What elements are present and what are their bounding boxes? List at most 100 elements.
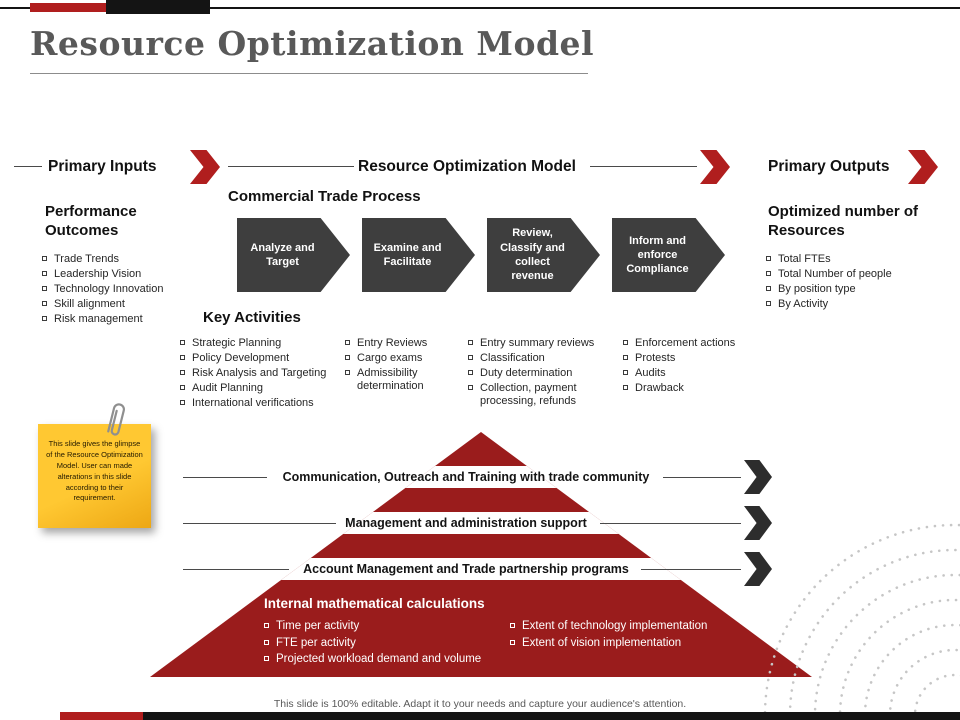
list-item: Protests (623, 352, 758, 365)
sticky-note: This slide gives the glimpse of the Reso… (38, 424, 151, 528)
flow-left-edge-line (14, 166, 42, 167)
list-item: Entry Reviews (345, 337, 463, 350)
list-item: Entry summary reviews (468, 337, 618, 350)
list-item-label: Risk Analysis and Targeting (192, 367, 327, 379)
list-item-label: Protests (635, 352, 676, 364)
square-bullet-icon (468, 355, 473, 360)
key-activities-heading: Key Activities (203, 309, 301, 326)
square-bullet-icon (468, 370, 473, 375)
square-bullet-icon (180, 370, 185, 375)
list-item: Total Number of people (766, 268, 941, 281)
band-line-left (183, 477, 267, 478)
flow-label-primary-outputs: Primary Outputs (768, 158, 890, 175)
list-item-label: Classification (480, 352, 545, 364)
pyramid-band-label: Account Management and Trade partnership… (303, 562, 629, 576)
list-item: FTE per activity (264, 637, 504, 651)
key-activities-col-1: Strategic Planning Policy Development Ri… (180, 337, 350, 412)
process-step-arrow: Inform and enforce Compliance (612, 218, 725, 292)
list-item-label: Collection, payment processing, refunds (480, 382, 577, 407)
list-item-label: Duty determination (480, 367, 573, 379)
bottom-black-bar (143, 712, 960, 720)
footer-note: This slide is 100% editable. Adapt it to… (273, 698, 687, 710)
list-item: Extent of vision implementation (510, 637, 750, 651)
list-item-label: Cargo exams (357, 352, 423, 364)
square-bullet-icon (766, 256, 771, 261)
list-item-label: By Activity (778, 298, 829, 310)
list-item: Collection, payment processing, refunds (468, 382, 618, 408)
list-item-label: Technology Innovation (54, 283, 164, 295)
list-item-label: Audits (635, 367, 666, 379)
key-activities-col-2: Entry Reviews Cargo exams Admissibility … (345, 337, 463, 395)
list-item: Policy Development (180, 352, 350, 365)
square-bullet-icon (264, 623, 269, 628)
square-bullet-icon (180, 400, 185, 405)
square-bullet-icon (42, 316, 47, 321)
process-heading: Commercial Trade Process (228, 188, 421, 205)
title-underline (30, 73, 588, 74)
list-item-label: Total FTEs (778, 253, 831, 265)
list-item: Audits (623, 367, 758, 380)
bottom-red-bar (60, 712, 143, 720)
paperclip-icon (107, 403, 125, 436)
pyramid-band-label: Communication, Outreach and Training wit… (282, 470, 650, 484)
list-item: Extent of technology implementation (510, 620, 750, 634)
list-item-label: Policy Development (192, 352, 290, 364)
square-bullet-icon (623, 370, 628, 375)
square-bullet-icon (623, 385, 628, 390)
square-bullet-icon (345, 370, 350, 375)
list-item: Classification (468, 352, 618, 365)
square-bullet-icon (766, 271, 771, 276)
flow-label-primary-inputs: Primary Inputs (48, 158, 157, 175)
sticky-note-text: This slide gives the glimpse of the Reso… (46, 439, 143, 503)
key-activities-col-4: Enforcement actions Protests Audits Draw… (623, 337, 758, 397)
flow-connector-line (228, 166, 354, 167)
square-bullet-icon (468, 385, 473, 390)
band-line-left (183, 523, 336, 524)
list-item: Drawback (623, 382, 758, 395)
list-item: International verifications (180, 397, 350, 410)
list-item: Admissibility determination (345, 367, 463, 393)
list-item-label: By position type (778, 283, 856, 295)
page-title: Resource Optimization Model (30, 24, 595, 63)
band-line-right (663, 477, 741, 478)
process-step-arrow: Analyze and Target (237, 218, 350, 292)
list-item: Total FTEs (766, 253, 941, 266)
process-step-arrow: Review, Classify and collect revenue (487, 218, 600, 292)
list-item-label: International verifications (192, 397, 314, 409)
square-bullet-icon (345, 355, 350, 360)
top-black-bar (106, 0, 210, 14)
square-bullet-icon (623, 355, 628, 360)
square-bullet-icon (42, 286, 47, 291)
list-item-label: Total Number of people (778, 268, 892, 280)
list-item: Strategic Planning (180, 337, 350, 350)
chevron-right-icon (700, 150, 730, 184)
list-item-label: Entry Reviews (357, 337, 428, 349)
list-item: Duty determination (468, 367, 618, 380)
process-step-arrow: Examine and Facilitate (362, 218, 475, 292)
list-item-label: Projected workload demand and volume (276, 653, 482, 665)
list-item-label: Trade Trends (54, 253, 120, 265)
list-item-label: Drawback (635, 382, 684, 394)
list-item: Leadership Vision (42, 268, 197, 281)
key-activities-col-3: Entry summary reviews Classification Dut… (468, 337, 618, 410)
top-rule-line (0, 7, 960, 9)
list-item: By Activity (766, 298, 941, 311)
inputs-list: Trade Trends Leadership Vision Technolog… (42, 253, 197, 328)
chevron-right-icon (744, 460, 772, 494)
square-bullet-icon (180, 340, 185, 345)
flow-label-model: Resource Optimization Model (358, 158, 576, 175)
band-line-right (641, 569, 741, 570)
pyramid-gap (150, 558, 812, 580)
list-item-label: Enforcement actions (635, 337, 736, 349)
list-item-label: Skill alignment (54, 298, 125, 310)
outputs-heading: Optimized number of Resources (768, 203, 918, 239)
list-item-label: Extent of technology implementation (522, 620, 708, 632)
square-bullet-icon (42, 271, 47, 276)
list-item-label: Leadership Vision (54, 268, 142, 280)
flow-connector-line (590, 166, 697, 167)
list-item: Trade Trends (42, 253, 197, 266)
square-bullet-icon (345, 340, 350, 345)
list-item: Technology Innovation (42, 283, 197, 296)
list-item: Time per activity (264, 620, 504, 634)
square-bullet-icon (180, 355, 185, 360)
